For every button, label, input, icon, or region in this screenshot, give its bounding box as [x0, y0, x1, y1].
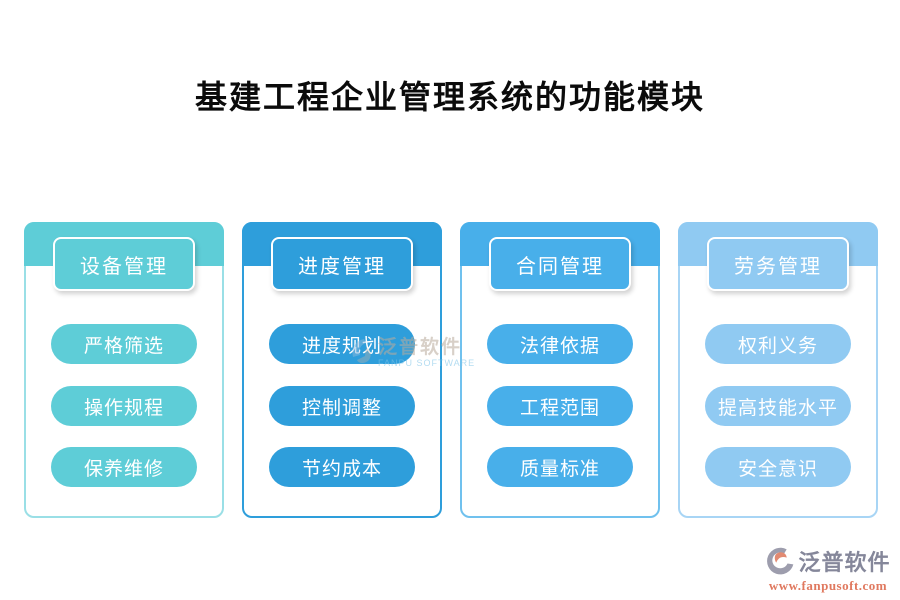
module-item-label: 质量标准: [519, 458, 600, 480]
module-item: 保养维修: [51, 447, 197, 487]
module-card-labor: 劳务管理 权利义务 提高技能水平 安全意识: [678, 222, 878, 518]
module-header-label: 合同管理: [516, 255, 604, 278]
module-item: 提高技能水平: [705, 386, 851, 426]
module-item-label: 工程范围: [519, 397, 600, 419]
module-item-label: 节约成本: [301, 458, 382, 480]
fanpu-logo: 泛普软件 www.fanpusoft.com: [760, 545, 896, 594]
module-item-label: 控制调整: [301, 397, 382, 419]
module-item-label: 安全意识: [737, 458, 818, 480]
module-card-equipment: 设备管理 严格筛选 操作规程 保养维修: [24, 222, 224, 518]
fanpu-url-text: www.fanpusoft.com: [768, 578, 888, 593]
module-header: 劳务管理: [707, 237, 849, 291]
module-header-label: 劳务管理: [734, 255, 822, 278]
module-item: 安全意识: [705, 447, 851, 487]
module-header: 合同管理: [489, 237, 631, 291]
module-item: 法律依据: [487, 324, 633, 364]
module-item-label: 操作规程: [83, 397, 164, 419]
module-item: 控制调整: [269, 386, 415, 426]
module-header-label: 设备管理: [80, 255, 168, 278]
module-item: 操作规程: [51, 386, 197, 426]
module-item-label: 保养维修: [83, 458, 164, 480]
module-item-label: 权利义务: [737, 335, 818, 357]
module-item-label: 提高技能水平: [717, 397, 838, 419]
module-item: 节约成本: [269, 447, 415, 487]
module-item-label: 严格筛选: [83, 335, 164, 357]
module-item: 进度规划: [269, 324, 415, 364]
module-card-progress: 进度管理 进度规划 控制调整 节约成本: [242, 222, 442, 518]
module-item: 严格筛选: [51, 324, 197, 364]
module-item-label: 进度规划: [301, 335, 382, 357]
module-item: 权利义务: [705, 324, 851, 364]
page-title: 基建工程企业管理系统的功能模块: [194, 79, 705, 115]
fanpu-brand-text: 泛普软件: [798, 550, 891, 575]
module-header: 设备管理: [53, 237, 195, 291]
module-card-contract: 合同管理 法律依据 工程范围 质量标准: [460, 222, 660, 518]
module-header: 进度管理: [271, 237, 413, 291]
fanpu-logo-icon: [767, 547, 794, 575]
module-item: 工程范围: [487, 386, 633, 426]
module-header-label: 进度管理: [298, 255, 386, 278]
module-item-label: 法律依据: [519, 335, 600, 357]
module-item: 质量标准: [487, 447, 633, 487]
